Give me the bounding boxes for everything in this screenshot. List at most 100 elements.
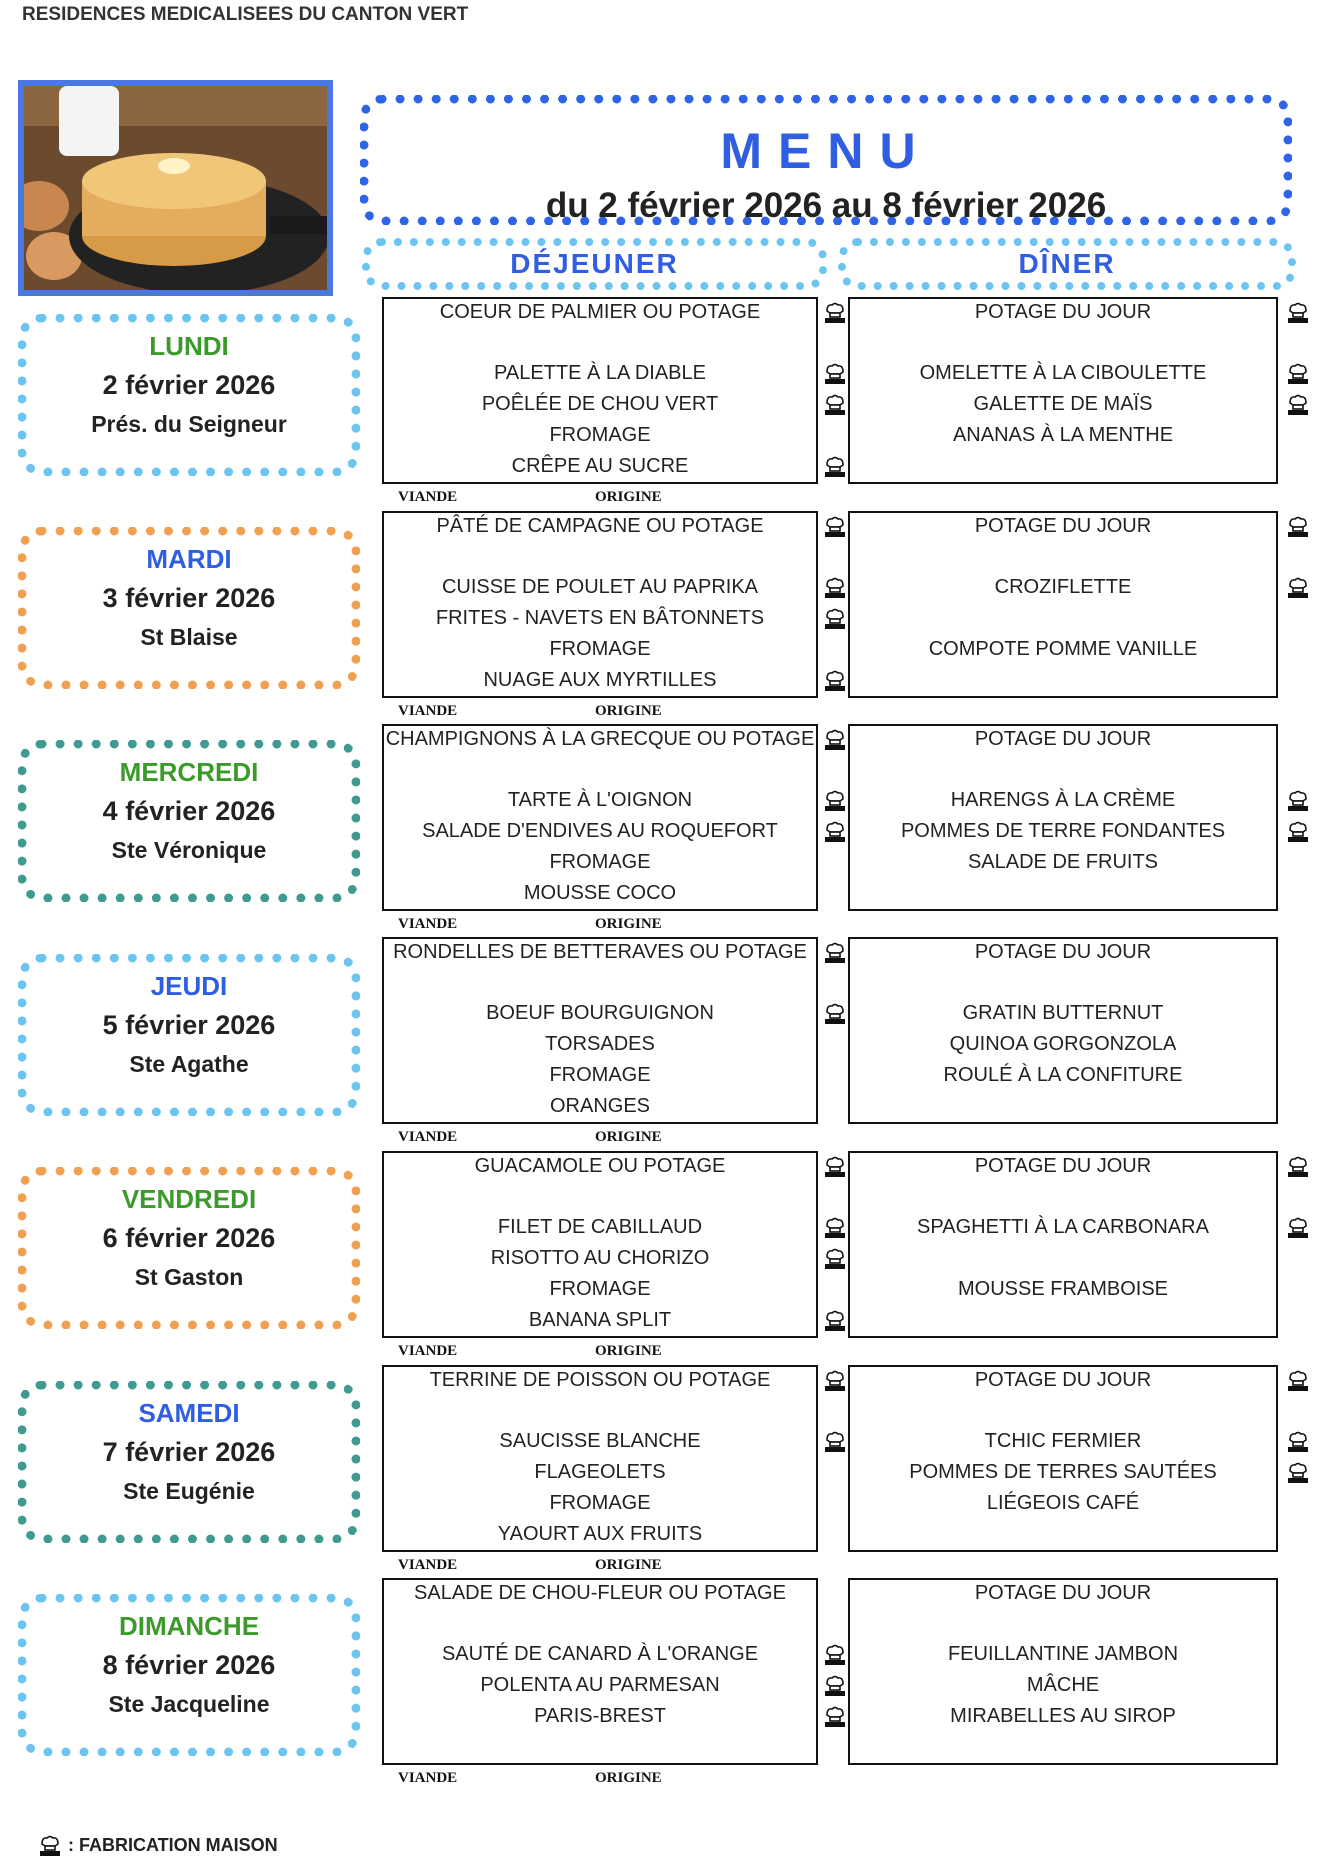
day-saint: Ste Jacqueline — [108, 1691, 270, 1717]
lunch-item: MOUSSE COCO — [523, 882, 677, 904]
homemade-icon — [1286, 1216, 1310, 1240]
origin-label: ORIGINE — [595, 1557, 662, 1573]
homemade-icon — [823, 1369, 847, 1393]
dinner-box: POTAGE DU JOUR TCHIC FERMIER POMMES DE TER… — [848, 1365, 1278, 1552]
dinner-item: POTAGE DU JOUR — [974, 728, 1152, 750]
lunch-item: COEUR DE PALMIER OU POTAGE — [439, 301, 761, 323]
dinner-box: POTAGE DU JOUR OMELETTE À LA CIBOULETTE GA… — [848, 297, 1278, 484]
menu-title: MENU — [720, 123, 932, 179]
dinner-item: POTAGE DU JOUR — [974, 1582, 1152, 1604]
dinner-box: POTAGE DU JOUR FEUILLANTINE JAMBON MÂCHE MI… — [848, 1578, 1278, 1765]
lunch-item: CHAMPIGNONS À LA GRECQUE OU POTAGE — [385, 728, 815, 750]
lunch-item: FROMAGE — [549, 1492, 651, 1514]
homemade-icon — [1286, 820, 1310, 844]
origin-label: ORIGINE — [595, 1129, 662, 1145]
lunch-item: FROMAGE — [549, 851, 651, 873]
lunch-item: TORSADES — [545, 1033, 655, 1055]
lunch-box: SALADE DE CHOU-FLEUR OU POTAGE SAUTÉ DE C… — [382, 1578, 818, 1765]
homemade-icon — [823, 789, 847, 813]
lunch-item: GUACAMOLE OU POTAGE — [474, 1155, 726, 1177]
menu-header: MENU du 2 février 2026 au 8 février 2026 — [360, 95, 1292, 225]
homemade-icon — [823, 1155, 847, 1179]
legend-text: : FABRICATION MAISON — [68, 1834, 278, 1855]
crepes-photo — [18, 80, 333, 296]
meat-origin-label: VIANDE — [398, 1343, 458, 1359]
homemade-icon — [823, 728, 847, 752]
meat-origin-label: VIANDE — [398, 1770, 458, 1786]
dinner-item: CROZIFLETTE — [994, 576, 1132, 598]
dinner-item: MÂCHE — [1026, 1674, 1100, 1696]
lunch-item: FROMAGE — [549, 1278, 651, 1300]
origin-label: ORIGINE — [595, 916, 662, 932]
homemade-icon — [823, 455, 847, 479]
lunch-item: POÊLÉE DE CHOU VERT — [481, 393, 719, 415]
lunch-item: SAUCISSE BLANCHE — [499, 1430, 701, 1452]
lunch-item: RONDELLES DE BETTERAVES OU POTAGE — [393, 941, 807, 963]
dinner-item: POMMES DE TERRE FONDANTES — [900, 820, 1226, 842]
day-saint: Ste Agathe — [129, 1051, 249, 1077]
homemade-icon — [823, 669, 847, 693]
lunch-item: FROMAGE — [549, 424, 651, 446]
dinner-item: POTAGE DU JOUR — [974, 1369, 1152, 1391]
lunch-item: YAOURT AUX FRUITS — [497, 1523, 703, 1545]
homemade-icon — [823, 1705, 847, 1729]
lunch-item: PARIS-BREST — [534, 1705, 666, 1727]
day-date: 4 février 2026 — [102, 796, 276, 826]
dinner-item: SALADE DE FRUITS — [967, 851, 1159, 873]
homemade-icon — [823, 362, 847, 386]
day-saint: St Gaston — [134, 1264, 244, 1290]
homemade-icon — [823, 515, 847, 539]
dinner-item: MIRABELLES AU SIROP — [950, 1705, 1176, 1727]
day-name: LUNDI — [149, 331, 229, 361]
dinner-item: POTAGE DU JOUR — [974, 1155, 1152, 1177]
homemade-icon — [1286, 301, 1310, 325]
dinner-item: POTAGE DU JOUR — [974, 301, 1152, 323]
dinner-item: FEUILLANTINE JAMBON — [947, 1643, 1179, 1665]
meat-origin-label: VIANDE — [398, 1129, 458, 1145]
day-saint: Prés. du Seigneur — [91, 411, 287, 437]
day-date: 6 février 2026 — [102, 1223, 276, 1253]
dinner-item: SPAGHETTI À LA CARBONARA — [917, 1216, 1209, 1238]
legend: : FABRICATION MAISON — [38, 1834, 278, 1858]
lunch-item: CRÊPE AU SUCRE — [511, 455, 689, 477]
day-name: MERCREDI — [119, 757, 259, 787]
homemade-icon — [1286, 576, 1310, 600]
dinner-item: POMMES DE TERRES SAUTÉES — [909, 1461, 1217, 1483]
day-name: SAMEDI — [138, 1398, 240, 1428]
origin-label: ORIGINE — [595, 1770, 662, 1786]
day-saint: Ste Véronique — [111, 837, 267, 863]
homemade-icon — [823, 820, 847, 844]
dinner-item: GRATIN BUTTERNUT — [962, 1002, 1164, 1024]
homemade-icon — [1286, 393, 1310, 417]
homemade-icon — [823, 1309, 847, 1333]
lunch-item: ORANGES — [549, 1095, 651, 1117]
organization-name: RESIDENCES MEDICALISEES DU CANTON VERT — [22, 4, 469, 25]
homemade-icon — [823, 1002, 847, 1026]
day-name: VENDREDI — [121, 1184, 257, 1214]
dinner-item: TCHIC FERMIER — [984, 1430, 1142, 1452]
day-date: 3 février 2026 — [102, 583, 276, 613]
lunch-item: SALADE DE CHOU-FLEUR OU POTAGE — [414, 1582, 786, 1604]
lunch-item: SAUTÉ DE CANARD À L'ORANGE — [441, 1643, 759, 1665]
dinner-item: QUINOA GORGONZOLA — [949, 1033, 1177, 1055]
lunch-item: PÂTÉ DE CAMPAGNE OU POTAGE — [436, 515, 764, 537]
homemade-icon — [823, 1247, 847, 1271]
homemade-icon — [1286, 362, 1310, 386]
day-saint: St Blaise — [140, 624, 238, 650]
dinner-item: GALETTE DE MAÏS — [973, 393, 1153, 415]
homemade-icon — [823, 941, 847, 965]
dinner-item: OMELETTE À LA CIBOULETTE — [919, 362, 1207, 384]
homemade-icon — [38, 1834, 62, 1858]
dinner-item: POTAGE DU JOUR — [974, 515, 1152, 537]
